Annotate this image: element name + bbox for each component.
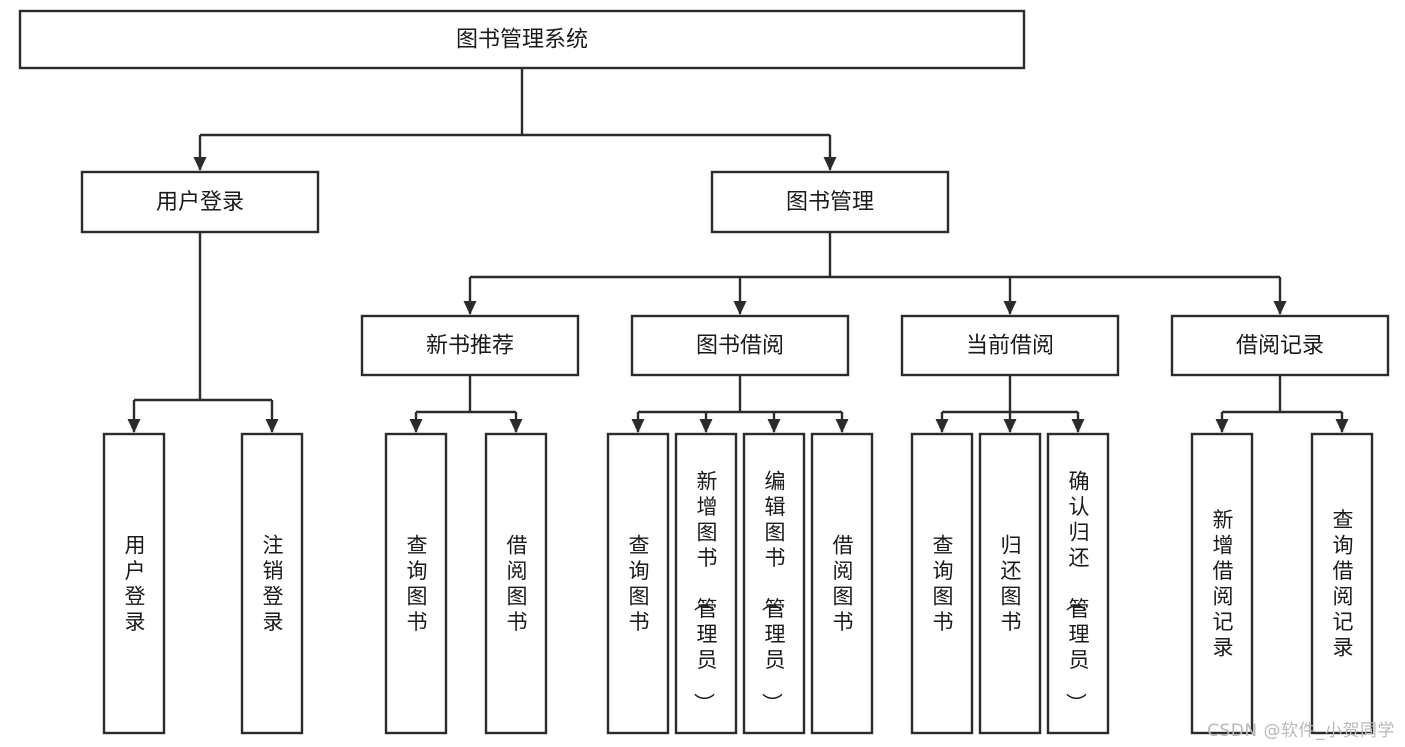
arrow-head-icon: [835, 419, 849, 433]
node-user-login-label: 用户登录: [156, 190, 244, 215]
node-leaf-borrow-book-1[interactable]: 借阅图书: [484, 432, 548, 735]
node-layer: 图书管理系统用户登录图书管理新书推荐图书借阅当前借阅借阅记录用户登录注销登录查询…: [18, 9, 1390, 735]
node-leaf-user-login[interactable]: 用户登录: [102, 432, 166, 735]
arrow-head-icon: [1003, 419, 1017, 433]
node-leaf-confirm-return-label: 确认归还（管理员）: [1064, 470, 1090, 714]
node-leaf-query-book-3[interactable]: 查询图书: [910, 432, 974, 735]
node-leaf-add-book-label: 新增图书（管理员）: [692, 470, 718, 714]
arrow-head-icon: [1335, 419, 1349, 433]
arrow-head-icon: [509, 419, 523, 433]
arrow-head-icon: [1273, 301, 1287, 315]
node-new-book-rec-box[interactable]: [360, 314, 580, 377]
node-book-borrow-label: 图书借阅: [696, 334, 784, 359]
node-root-root-label: 图书管理系统: [456, 28, 588, 53]
node-leaf-borrow-book-2-label: 借阅图书: [833, 533, 854, 634]
node-leaf-return-book-box[interactable]: [978, 432, 1042, 735]
node-leaf-confirm-return[interactable]: 确认归还（管理员）: [1046, 432, 1110, 735]
node-leaf-query-book-3-box[interactable]: [910, 432, 974, 735]
node-current-borrow-box[interactable]: [900, 314, 1120, 377]
node-borrow-record-box[interactable]: [1170, 314, 1390, 377]
arrow-head-icon: [1003, 301, 1017, 315]
node-leaf-add-record-box[interactable]: [1190, 432, 1254, 735]
node-leaf-query-record-box[interactable]: [1310, 432, 1374, 735]
node-book-manage[interactable]: 图书管理: [710, 170, 950, 234]
node-user-login[interactable]: 用户登录: [80, 170, 320, 234]
arrow-head-icon: [733, 301, 747, 315]
node-leaf-user-login-box[interactable]: [102, 432, 166, 735]
arrow-head-icon: [463, 301, 477, 315]
node-leaf-borrow-book-1-label: 借阅图书: [507, 533, 528, 634]
node-leaf-edit-book[interactable]: 编辑图书（管理员）: [742, 432, 806, 735]
node-book-manage-label: 图书管理: [786, 190, 874, 215]
node-user-login-box[interactable]: [80, 170, 320, 234]
node-leaf-query-record-label: 查询借阅记录: [1333, 508, 1354, 660]
node-leaf-return-book[interactable]: 归还图书: [978, 432, 1042, 735]
node-leaf-query-book-2-label: 查询图书: [629, 533, 650, 634]
node-book-borrow-box[interactable]: [630, 314, 850, 377]
node-root-root[interactable]: 图书管理系统: [18, 9, 1026, 70]
node-root-root-box[interactable]: [18, 9, 1026, 70]
node-leaf-borrow-book-1-box[interactable]: [484, 432, 548, 735]
node-leaf-query-book-1-label: 查询图书: [407, 533, 428, 634]
arrow-head-icon: [193, 157, 207, 171]
node-leaf-add-book-box[interactable]: [674, 432, 738, 735]
node-new-book-rec[interactable]: 新书推荐: [360, 314, 580, 377]
node-leaf-user-logout-label: 注销登录: [263, 533, 284, 634]
node-leaf-query-book-1-box[interactable]: [384, 432, 448, 735]
node-book-borrow[interactable]: 图书借阅: [630, 314, 850, 377]
node-leaf-query-book-3-label: 查询图书: [933, 533, 954, 634]
node-borrow-record-label: 借阅记录: [1236, 334, 1324, 359]
node-leaf-add-record[interactable]: 新增借阅记录: [1190, 432, 1254, 735]
node-leaf-edit-book-box[interactable]: [742, 432, 806, 735]
connector-layer: [127, 68, 1349, 433]
node-leaf-user-login-label: 用户登录: [125, 533, 146, 634]
node-current-borrow[interactable]: 当前借阅: [900, 314, 1120, 377]
arrow-head-icon: [631, 419, 645, 433]
arrow-head-icon: [767, 419, 781, 433]
node-current-borrow-label: 当前借阅: [966, 334, 1054, 359]
node-leaf-user-logout-box[interactable]: [240, 432, 304, 735]
node-leaf-query-book-2[interactable]: 查询图书: [606, 432, 670, 735]
node-leaf-query-book-2-box[interactable]: [606, 432, 670, 735]
node-leaf-return-book-label: 归还图书: [1001, 533, 1022, 634]
node-leaf-add-book[interactable]: 新增图书（管理员）: [674, 432, 738, 735]
node-book-manage-box[interactable]: [710, 170, 950, 234]
arrow-head-icon: [409, 419, 423, 433]
node-leaf-query-record[interactable]: 查询借阅记录: [1310, 432, 1374, 735]
arrow-head-icon: [1215, 419, 1229, 433]
node-leaf-borrow-book-2-box[interactable]: [810, 432, 874, 735]
arrow-head-icon: [699, 419, 713, 433]
node-leaf-borrow-book-2[interactable]: 借阅图书: [810, 432, 874, 735]
arrow-head-icon: [1071, 419, 1085, 433]
node-leaf-user-logout[interactable]: 注销登录: [240, 432, 304, 735]
node-leaf-query-book-1[interactable]: 查询图书: [384, 432, 448, 735]
arrow-head-icon: [127, 419, 141, 433]
arrow-head-icon: [265, 419, 279, 433]
node-new-book-rec-label: 新书推荐: [426, 334, 514, 359]
node-borrow-record[interactable]: 借阅记录: [1170, 314, 1390, 377]
node-leaf-confirm-return-box[interactable]: [1046, 432, 1110, 735]
csdn-watermark: CSDN @软件_小贺同学: [1207, 721, 1395, 741]
node-leaf-add-record-label: 新增借阅记录: [1213, 508, 1234, 660]
arrow-head-icon: [935, 419, 949, 433]
node-leaf-edit-book-label: 编辑图书（管理员）: [760, 470, 786, 714]
arrow-head-icon: [823, 157, 837, 171]
